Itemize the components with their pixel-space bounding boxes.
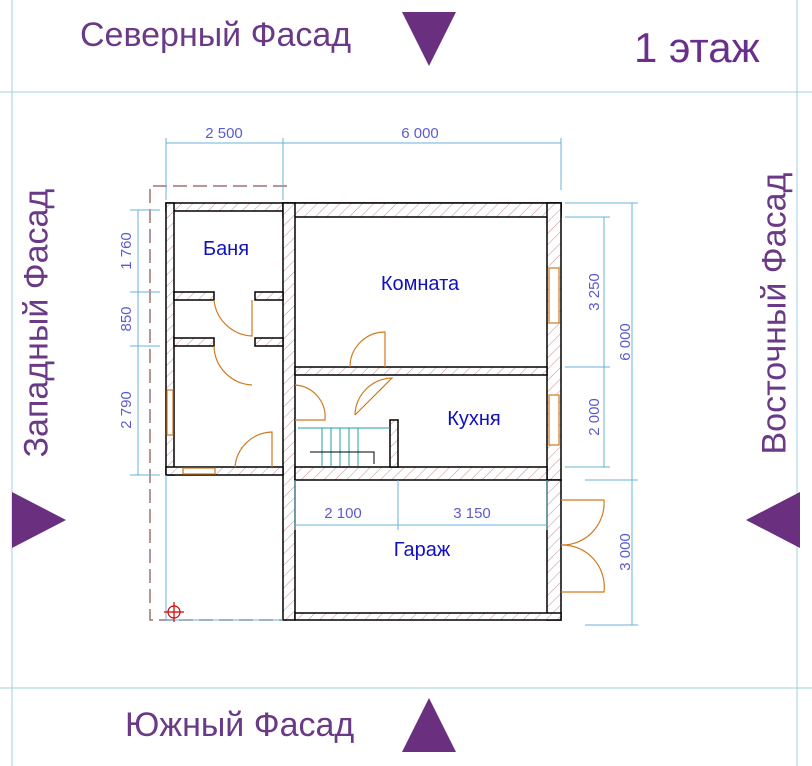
dim-left-1: 1 760 xyxy=(118,232,135,270)
room-label-banya: Баня xyxy=(203,238,249,260)
room-label-kukhnya: Кухня xyxy=(447,408,501,430)
dim-garage-1: 2 100 xyxy=(324,505,362,522)
dim-right-1: 3 250 xyxy=(586,273,603,311)
west-arrow-icon xyxy=(12,492,66,548)
dim-right-total: 6 000 xyxy=(617,323,634,361)
dimension-lines xyxy=(130,138,638,626)
walls xyxy=(165,202,562,621)
east-arrow-icon xyxy=(746,492,800,548)
east-facade-label: Восточный Фасад xyxy=(755,172,794,455)
stairs-arrow-icon xyxy=(310,451,375,464)
dim-top-left: 2 500 xyxy=(205,125,243,142)
stairs xyxy=(298,427,390,466)
windows xyxy=(166,267,560,475)
floor-label: 1 этаж xyxy=(634,24,760,71)
south-facade-label: Южный Фасад xyxy=(125,706,355,744)
doors xyxy=(213,299,605,593)
dim-right-garage: 3 000 xyxy=(617,533,634,571)
north-arrow-icon xyxy=(402,12,456,66)
terrace-outline xyxy=(149,185,287,621)
dim-garage-2: 3 150 xyxy=(453,505,491,522)
north-facade-label: Северный Фасад xyxy=(80,16,352,54)
dim-right-2: 2 000 xyxy=(586,398,603,436)
room-label-komnata: Комната xyxy=(381,273,460,295)
dim-left-3: 2 790 xyxy=(118,391,135,429)
west-facade-label: Западный Фасад xyxy=(17,188,56,458)
south-arrow-icon xyxy=(402,698,456,752)
room-label-garazh: Гараж xyxy=(394,539,451,561)
dim-left-2: 850 xyxy=(118,306,135,331)
origin-marker-icon xyxy=(164,602,184,622)
dim-top-right: 6 000 xyxy=(401,125,439,142)
